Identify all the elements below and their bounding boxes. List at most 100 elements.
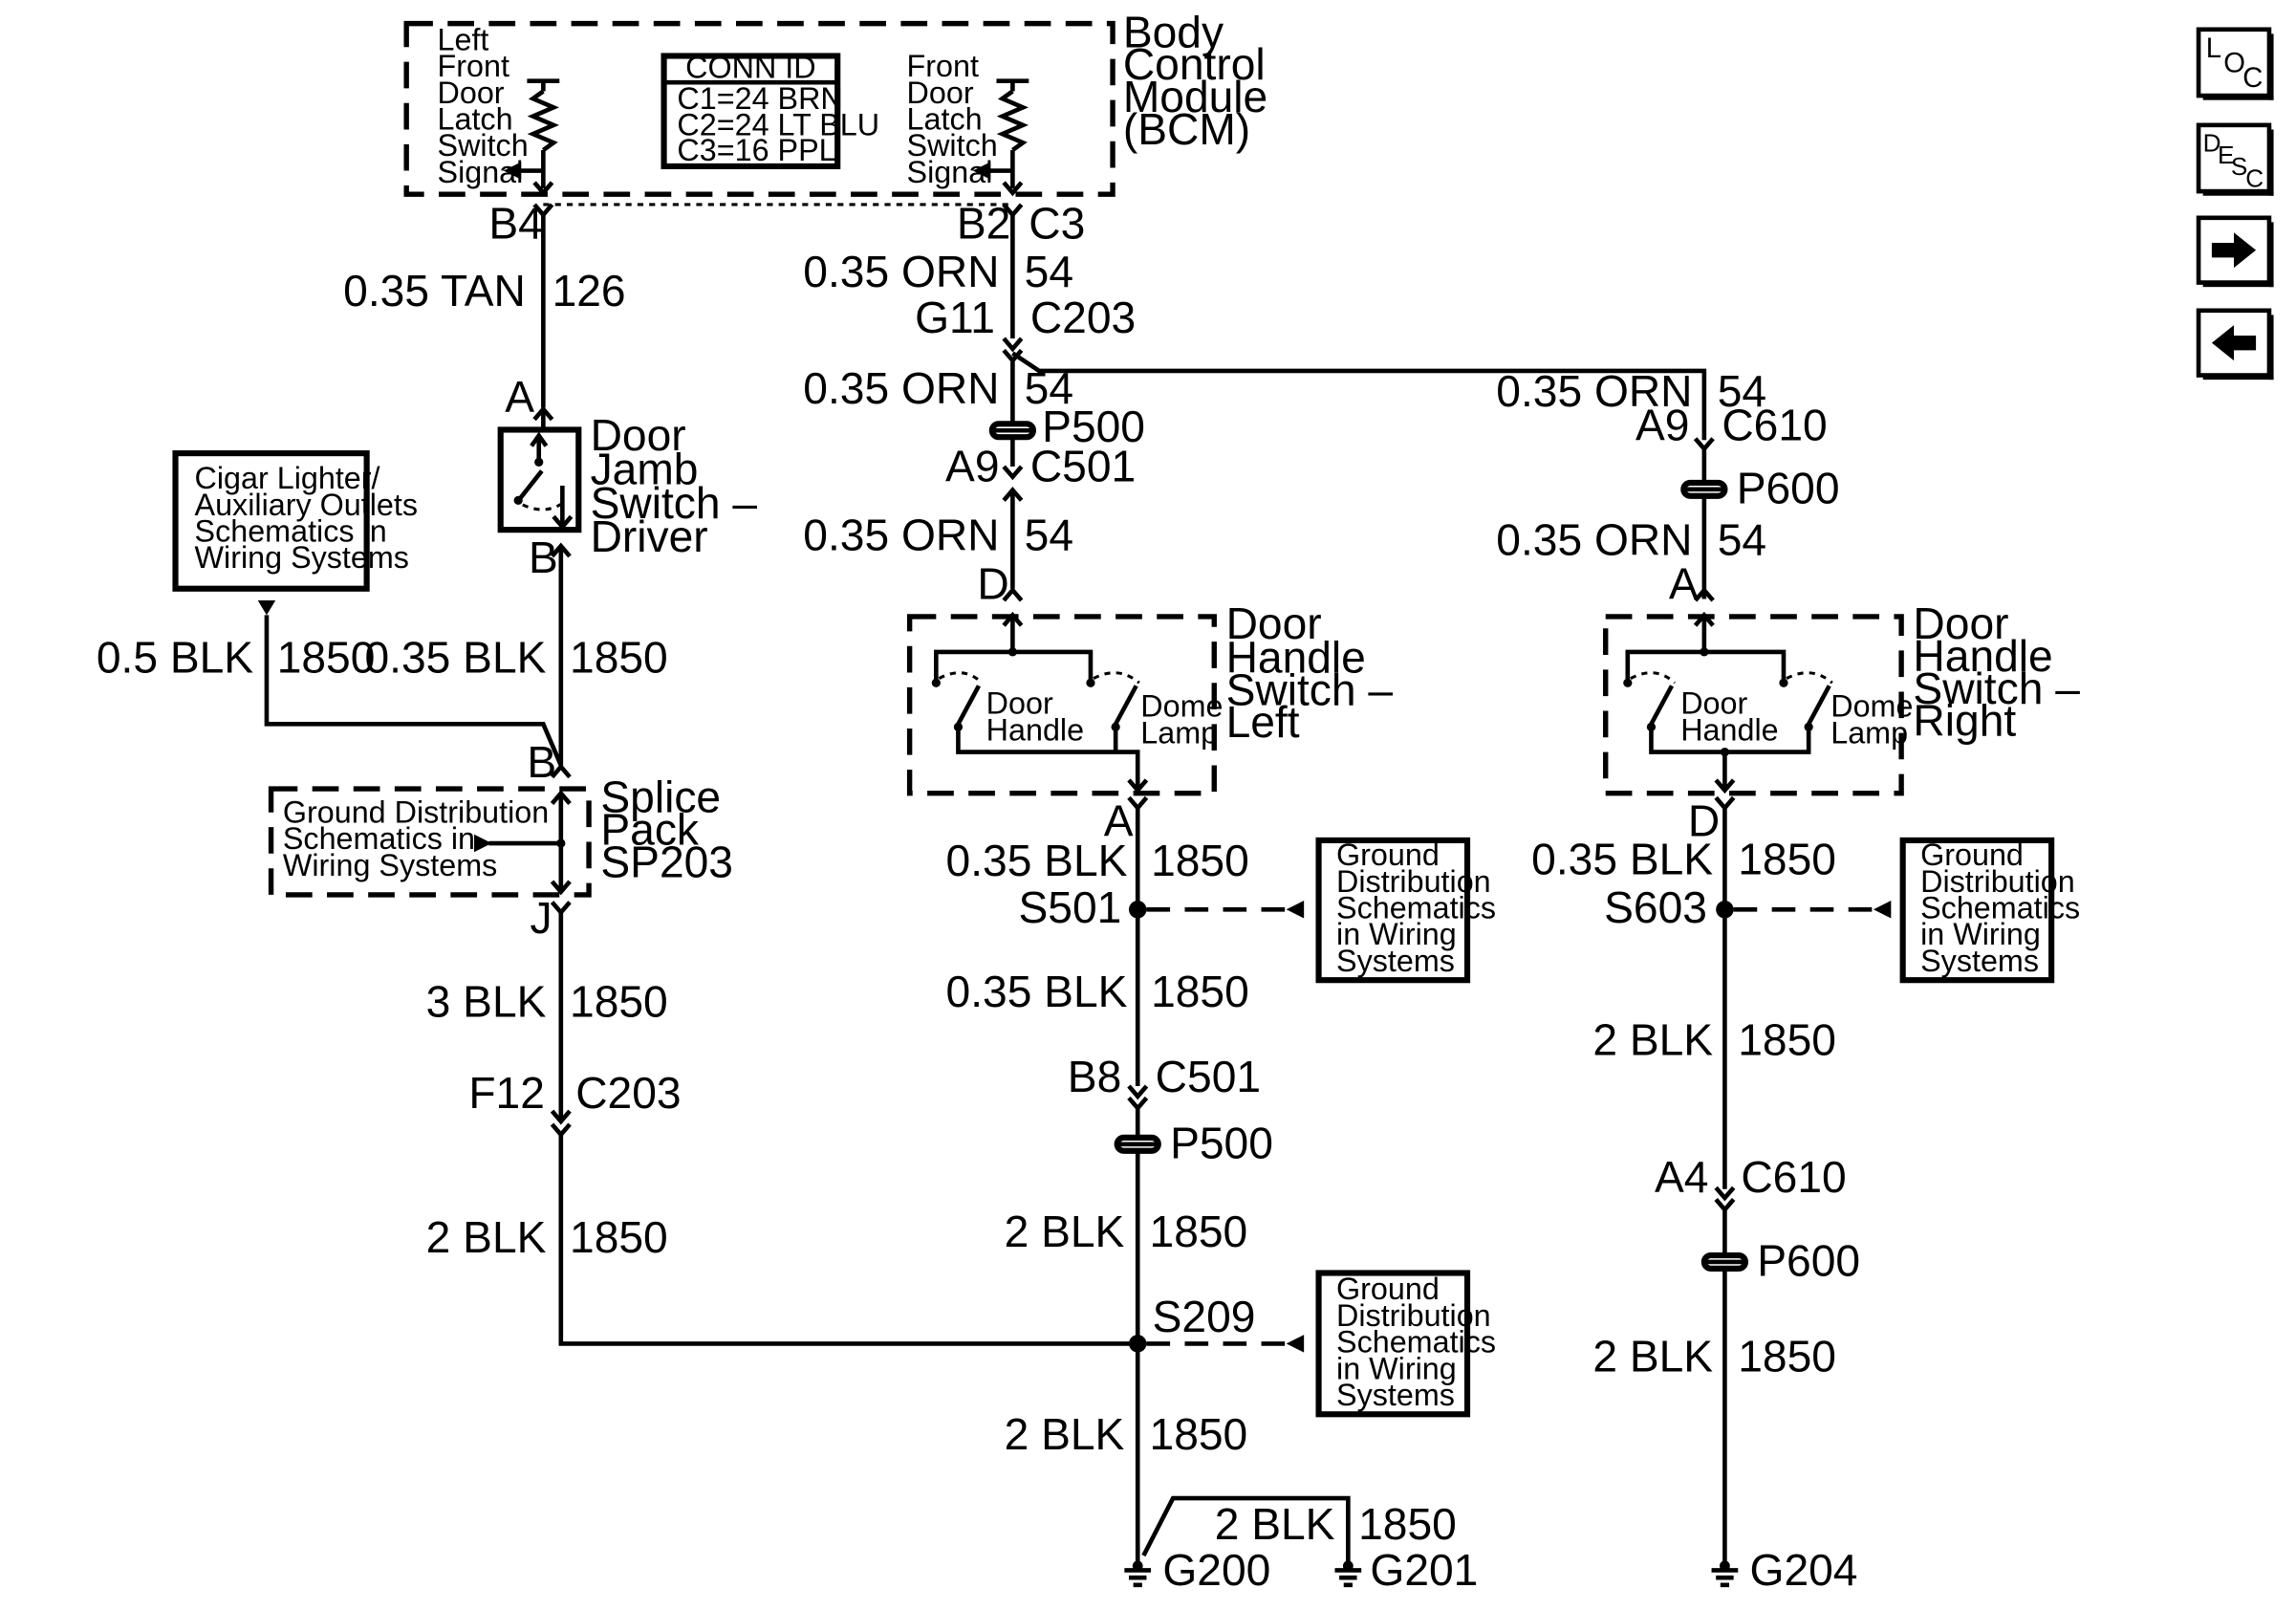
reference-line: Ground Distribution <box>283 794 549 829</box>
wire-gauge: 0.35 ORN <box>803 247 999 296</box>
connector-label: P500 <box>1170 1118 1273 1167</box>
reference-line: Schematics <box>1336 1325 1496 1360</box>
reference-line: Schematics <box>1336 891 1496 925</box>
connector-label: C501 <box>1030 441 1136 490</box>
reference-line: Auxiliary Outlets <box>195 488 418 522</box>
middle-branch: B2 C3 0.35 ORN 54 G11 C203 0.35 ORN 54 P… <box>803 198 1707 1595</box>
switch-label-line: Left <box>1226 697 1300 747</box>
reference-line: Ground <box>1336 838 1440 872</box>
reference-line: Distribution <box>1336 1298 1491 1333</box>
loc-button[interactable]: L O C <box>2196 27 2274 100</box>
wire-gauge: 2 BLK <box>1592 1015 1713 1065</box>
splice-dot <box>1716 901 1734 919</box>
switch-label-line: Door <box>1913 598 2008 648</box>
connector-label: C610 <box>1722 400 1827 449</box>
connector-label: P600 <box>1737 463 1840 512</box>
pin-label: B <box>529 533 558 582</box>
connector-label: P600 <box>1757 1236 1860 1286</box>
switch-label-line: Right <box>1913 696 2016 746</box>
bcm-right-signal-line: Door <box>907 76 974 110</box>
splice-label: S209 <box>1153 1292 1256 1341</box>
bcm-right-signal-line: Front <box>907 49 979 83</box>
conn-id-title: CONN ID <box>685 51 815 85</box>
wire-gauge: 0.5 BLK <box>97 632 253 682</box>
pin-label: B <box>527 737 556 787</box>
pin-label: A9 <box>1635 400 1689 449</box>
wire-circuit: 126 <box>552 266 626 315</box>
reference-line: Distribution <box>1336 864 1491 899</box>
desc-letter: E <box>2218 141 2234 169</box>
ground-label: G204 <box>1750 1545 1858 1595</box>
bcm-left-signal-line: Switch <box>438 128 529 163</box>
bcm-right-signal-line: Latch <box>907 101 983 136</box>
left-branch: B4 0.35 TAN 126 A Door Jamb Switch – Dri… <box>97 198 1138 1346</box>
bcm-title-line: (BCM) <box>1123 104 1250 154</box>
bcm-title-line: Control <box>1123 39 1266 89</box>
splice-dot <box>1128 901 1147 919</box>
ground-distribution-reference: Ground Distribution Schematics in Wiring… <box>1899 837 2080 984</box>
wire-gauge: 0.35 ORN <box>1496 514 1692 564</box>
door-jamb-switch <box>497 426 582 533</box>
ground-label: G201 <box>1370 1545 1478 1595</box>
dome-lamp-label: Lamp <box>1140 715 1218 750</box>
wire-circuit: 1850 <box>570 977 668 1027</box>
ground-symbol-icon <box>1334 1560 1362 1588</box>
next-button[interactable] <box>2196 215 2274 288</box>
desc-letter: C <box>2245 163 2264 192</box>
pin-label: D <box>1688 795 1720 845</box>
prev-button[interactable] <box>2196 308 2274 381</box>
switch-label-line: Switch – <box>1913 664 2080 713</box>
bcm-title-line: Body <box>1123 7 1224 56</box>
reference-line: Systems <box>1336 1378 1455 1412</box>
desc-button[interactable]: D E S C <box>2196 122 2274 196</box>
wire-circuit: 54 <box>1025 511 1073 560</box>
reference-line: Distribution <box>1920 864 2075 899</box>
switch-label-line: Driver <box>591 511 708 561</box>
wire-gauge: 2 BLK <box>1005 1207 1125 1256</box>
wire-circuit: 1850 <box>1150 1409 1248 1459</box>
pin-label: A9 <box>945 441 999 490</box>
wire-circuit: 1850 <box>1151 836 1249 885</box>
reference-line: Wiring Systems <box>195 540 409 575</box>
pin-label: B8 <box>1068 1052 1121 1101</box>
bcm-left-signal-line: Left <box>438 22 489 56</box>
bcm-right-signal-line: Switch <box>907 128 998 163</box>
conn-id-line: C3=16 PPL <box>677 133 835 167</box>
loc-letter: C <box>2242 63 2263 94</box>
cigar-lighter-reference: Cigar Lighter/ Auxiliary Outlets Schemat… <box>172 450 418 592</box>
conn-id-line: C1=24 BRN <box>677 81 842 116</box>
reference-line: Schematics in <box>195 513 387 548</box>
connector-label: C501 <box>1156 1052 1261 1101</box>
pin-label: B2 <box>957 198 1010 248</box>
switch-label-line: Door <box>1226 598 1322 648</box>
wire-gauge: 0.35 BLK <box>946 967 1128 1016</box>
right-branch: 0.35 ORN 54 A9 C610 P600 0.35 ORN 54 A <box>1496 366 2080 1595</box>
ground-distribution-reference: Ground Distribution Schematics in Wiring… <box>1315 837 1496 984</box>
bcm-module: Body Control Module (BCM) Left Front Doo… <box>403 7 1267 197</box>
wire-circuit: 1850 <box>1738 834 1836 883</box>
wire-gauge: 0.35 ORN <box>1496 366 1692 416</box>
inline-connector-icon <box>1114 1134 1161 1154</box>
connector-label: P500 <box>1042 402 1145 451</box>
connector-label: C3 <box>1029 198 1085 248</box>
reference-line: in Wiring <box>1336 917 1457 951</box>
switch-label-line: Jamb <box>591 444 699 493</box>
door-handle-label: Handle <box>1680 712 1778 747</box>
splice-dot <box>1128 1335 1147 1353</box>
inline-connector-icon <box>1680 479 1728 499</box>
loc-letter: O <box>2223 48 2245 78</box>
reference-line: Ground <box>1920 838 2024 872</box>
pin-label: D <box>977 558 1008 608</box>
splice-label: S501 <box>1018 882 1121 932</box>
connector-label: C610 <box>1741 1152 1846 1202</box>
reference-line: Wiring Systems <box>283 848 497 882</box>
ground-symbol-icon <box>1711 1560 1739 1588</box>
desc-letter: D <box>2203 129 2221 158</box>
wire-gauge: 0.35 ORN <box>803 511 999 560</box>
bcm-left-signal-line: Front <box>438 49 509 83</box>
pin-label: A <box>1669 558 1699 608</box>
switch-label-line: Switch – <box>591 478 758 528</box>
wire-gauge: 0.35 BLK <box>1531 834 1713 883</box>
door-handle-label: Handle <box>986 712 1084 747</box>
